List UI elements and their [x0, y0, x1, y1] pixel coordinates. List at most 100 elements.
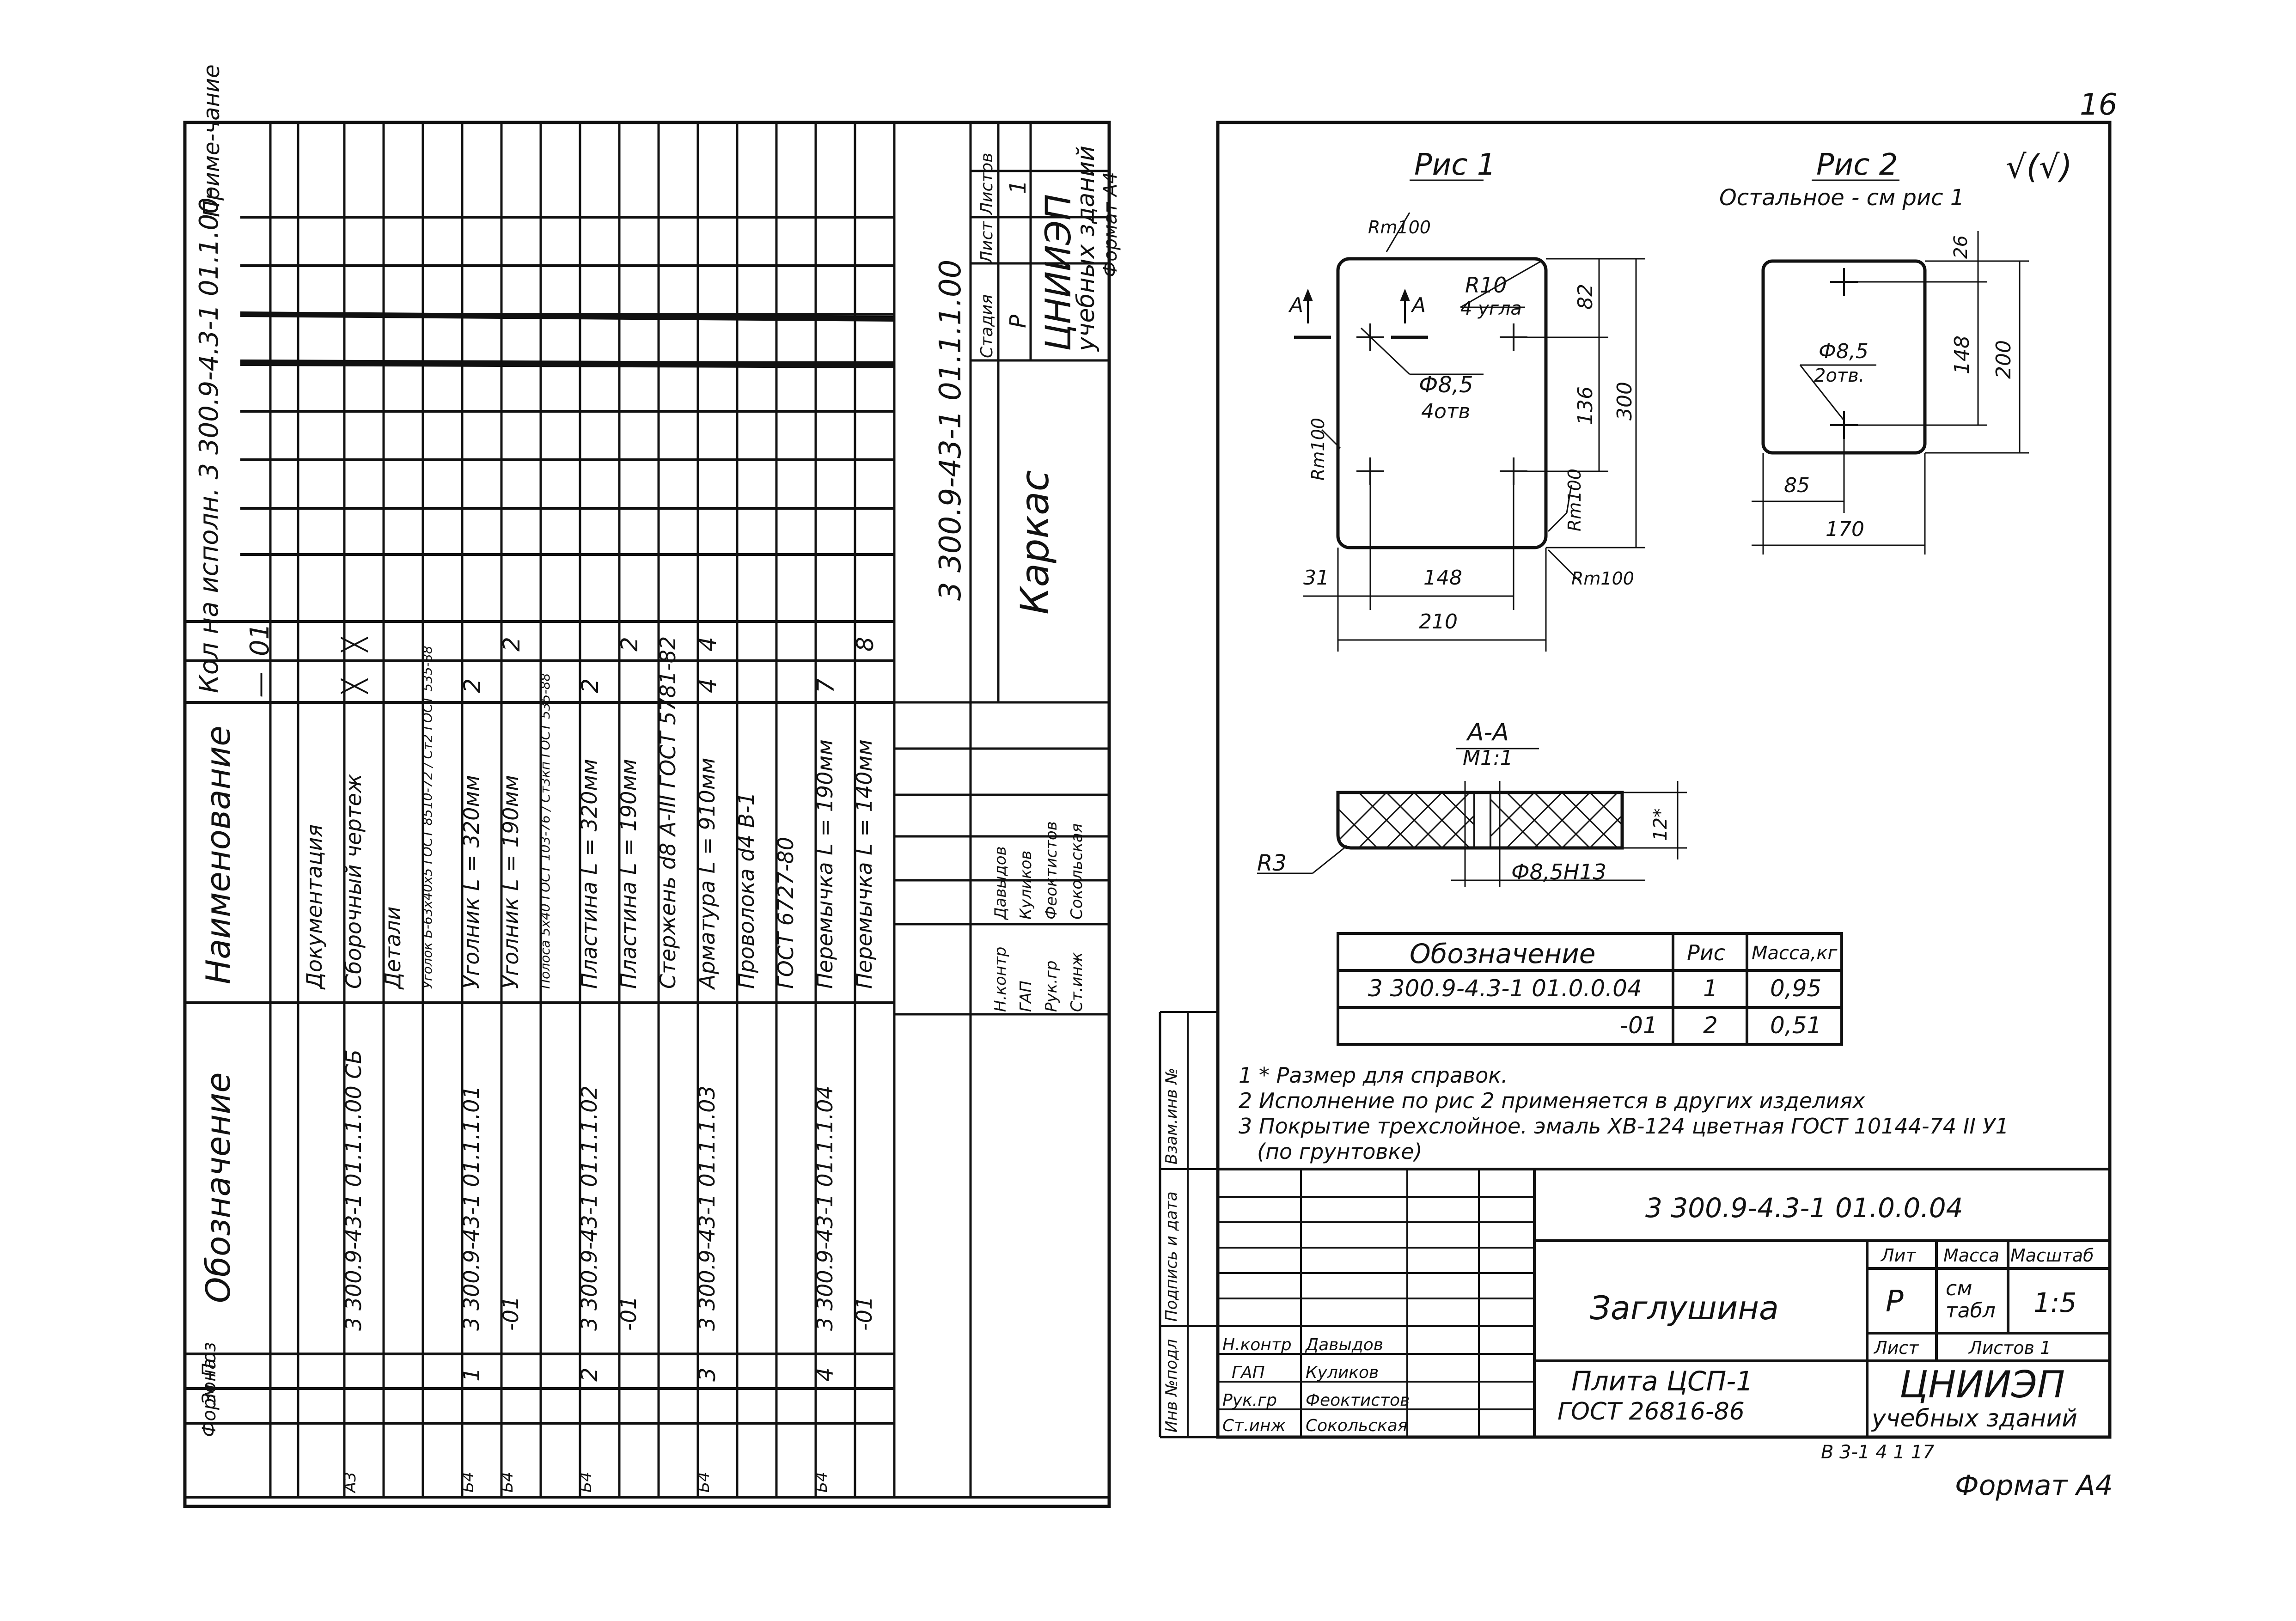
sheets-value: 1: [1005, 180, 1031, 194]
mass-header-mass: Масса,кг: [1752, 943, 1838, 964]
tb-name-2: Феоктистов: [1306, 1391, 1410, 1410]
tb-sheets-header: Листов 1: [1969, 1338, 2052, 1358]
spec-row-designation: 3 300.9-43-1 01.1.1.03: [695, 1085, 720, 1331]
spec-row-designation: -01: [498, 1296, 523, 1331]
roughness-mark: √(√): [2006, 148, 2072, 186]
spec-row-format: Б4: [577, 1472, 595, 1493]
spec-org2: учебных зданий: [1072, 146, 1100, 351]
spec-role-2: Рук.гр: [1042, 960, 1061, 1012]
fig2-dim-200: 200: [1992, 340, 2015, 379]
tb-format: Формат А4: [1955, 1469, 2113, 1502]
tb-material1: Плита ЦСП-1: [1571, 1365, 1753, 1397]
spec-row-name: Перемычка L = 190мм: [812, 739, 837, 989]
fig2-title: Рис 2: [1816, 148, 1898, 182]
spec-row-designation: 3 300.9-43-1 01.1.1.04: [812, 1085, 837, 1331]
fig2-hole: Ф8,5: [1819, 340, 1869, 363]
stage-header-1: Лист: [977, 221, 996, 263]
section-r3: R3: [1257, 850, 1287, 876]
note-1: 1 * Размер для справок.: [1239, 1063, 1508, 1088]
spec-row-name: Полоса 5х40 ГОСТ 103-76 / Ст3кп ГОСТ 535…: [537, 673, 553, 989]
spec-row-format: Б4: [498, 1472, 517, 1493]
section-mark-right: А: [1412, 293, 1426, 317]
mass-row2-fig: 2: [1703, 1012, 1718, 1039]
tb-scale-header: Масштаб: [2010, 1245, 2094, 1266]
side-label-sign: Подпись и дата: [1162, 1191, 1181, 1322]
tb-role-1: ГАП: [1232, 1363, 1265, 1382]
fig1-title: Рис 1: [1414, 148, 1496, 182]
note-2: 2 Исполнение по рис 2 применяется в друг…: [1239, 1088, 1865, 1113]
note-3: 3 Покрытие трехслойное. эмаль ХВ-124 цве…: [1239, 1114, 2009, 1139]
spec-role-0: Н.контр: [991, 946, 1010, 1012]
tb-name-0: Давыдов: [1306, 1335, 1383, 1354]
header-designation: Обозначение: [199, 1072, 238, 1303]
tb-lit: Р: [1886, 1285, 1904, 1319]
fig1-dim-148: 148: [1423, 566, 1462, 590]
spec-row-name: Сборочный чертеж: [341, 774, 366, 989]
spec-name-2: Феоктистов: [1042, 821, 1061, 920]
fig1-dim-31: 31: [1303, 566, 1329, 590]
fig1-r10: R10: [1465, 273, 1507, 298]
tb-material2: ГОСТ 26816-86: [1557, 1398, 1745, 1426]
header-note: Приме-чание: [199, 64, 225, 217]
mass-row1-mass: 0,95: [1770, 975, 1822, 1002]
mass-header-designation: Обозначение: [1410, 938, 1596, 969]
spec-row-name: ГОСТ 6727-80: [773, 837, 798, 989]
tb-org2: учебных зданий: [1872, 1405, 2077, 1432]
fig2-subtitle: Остальное - см рис 1: [1719, 185, 1965, 211]
fig2-dim-148: 148: [1950, 335, 1974, 374]
fig1-dim-300: 300: [1613, 382, 1637, 420]
tb-org: ЦНИИЭП: [1899, 1363, 2065, 1406]
spec-row-name: Арматура L = 910мм: [695, 757, 720, 989]
variant-01: 01: [245, 623, 275, 656]
tb-name: Заглушина: [1590, 1289, 1779, 1327]
fig1-r10-sub: 4 угла: [1460, 298, 1522, 319]
spec-row-designation: 3 300.9-43-1 01.1.1.00 СБ: [341, 1049, 366, 1331]
spec-row-qty-base: 4: [695, 678, 721, 693]
tb-scale: 1:5: [2033, 1287, 2077, 1318]
spec-row-designation: 3 300.9-43-1 01.1.1.01: [459, 1085, 484, 1331]
fig1-hole-sub: 4отв: [1421, 400, 1471, 423]
spec-row-format: Б4: [695, 1472, 713, 1493]
variant-base: —: [245, 672, 275, 698]
section-hole: Ф8,5Н13: [1511, 859, 1606, 884]
spec-row-format: А3: [341, 1472, 360, 1493]
spec-row-qty-01: 4: [695, 637, 721, 652]
fig1-rm100-top: Rm100: [1368, 217, 1431, 238]
fig1-rm100-bottom: Rm100: [1571, 568, 1634, 589]
spec-doc-code: 3 300.9-43-1 01.1.1.00: [934, 259, 968, 601]
tb-code: 3 300.9-4.3-1 01.0.0.04: [1645, 1192, 1963, 1224]
fig1-dim-136: 136: [1574, 386, 1597, 425]
tb-role-2: Рук.гр: [1222, 1391, 1277, 1410]
tb-name-1: Куликов: [1306, 1363, 1379, 1382]
spec-row-name: Уголник L = 190мм: [498, 775, 523, 989]
fig1-dim-82: 82: [1574, 284, 1597, 310]
spec-row-name: Стержень d8 A-III ГОСТ 5781-82: [655, 636, 680, 989]
section-scale: М1:1: [1463, 746, 1513, 770]
spec-row-name: Перемычка L = 140мм: [852, 739, 877, 989]
spec-row-name: Документация: [302, 824, 327, 989]
side-label-inv: Инв №подл: [1162, 1339, 1181, 1432]
spec-row-pos: 4: [812, 1367, 838, 1382]
tb-lit-header: Лит: [1881, 1245, 1916, 1266]
tb-name-3: Сокольская: [1306, 1416, 1408, 1435]
spec-row-designation: -01: [616, 1296, 641, 1331]
spec-row-pos: 3: [695, 1367, 721, 1382]
tb-bottom-code: В 3-1 4 1 17: [1821, 1442, 1935, 1463]
spec-name-3: Сокольская: [1068, 823, 1086, 920]
mass-row2-designation: -01: [1620, 1012, 1658, 1039]
header-pos: Поз: [199, 1342, 220, 1377]
section-title: А-А: [1467, 719, 1509, 746]
spec-row-name: Проволока d4 В-1: [734, 792, 759, 989]
spec-row-format: Б4: [812, 1472, 831, 1493]
fig1-hole: Ф8,5: [1419, 372, 1473, 398]
spec-row-format: Б4: [459, 1472, 477, 1493]
section-mark-left: А: [1289, 293, 1304, 317]
spec-format: Формат А4: [1100, 172, 1121, 277]
spec-row-designation: -01: [852, 1296, 877, 1331]
fig2-dim-26: 26: [1950, 235, 1972, 259]
tb-mass-header: Масса: [1943, 1245, 2000, 1266]
spec-row-pos: 1: [459, 1367, 485, 1382]
mass-row1-fig: 1: [1703, 975, 1718, 1002]
tb-mass: см табл: [1946, 1277, 1996, 1322]
note-3-cont: (по грунтовке): [1257, 1139, 1423, 1164]
